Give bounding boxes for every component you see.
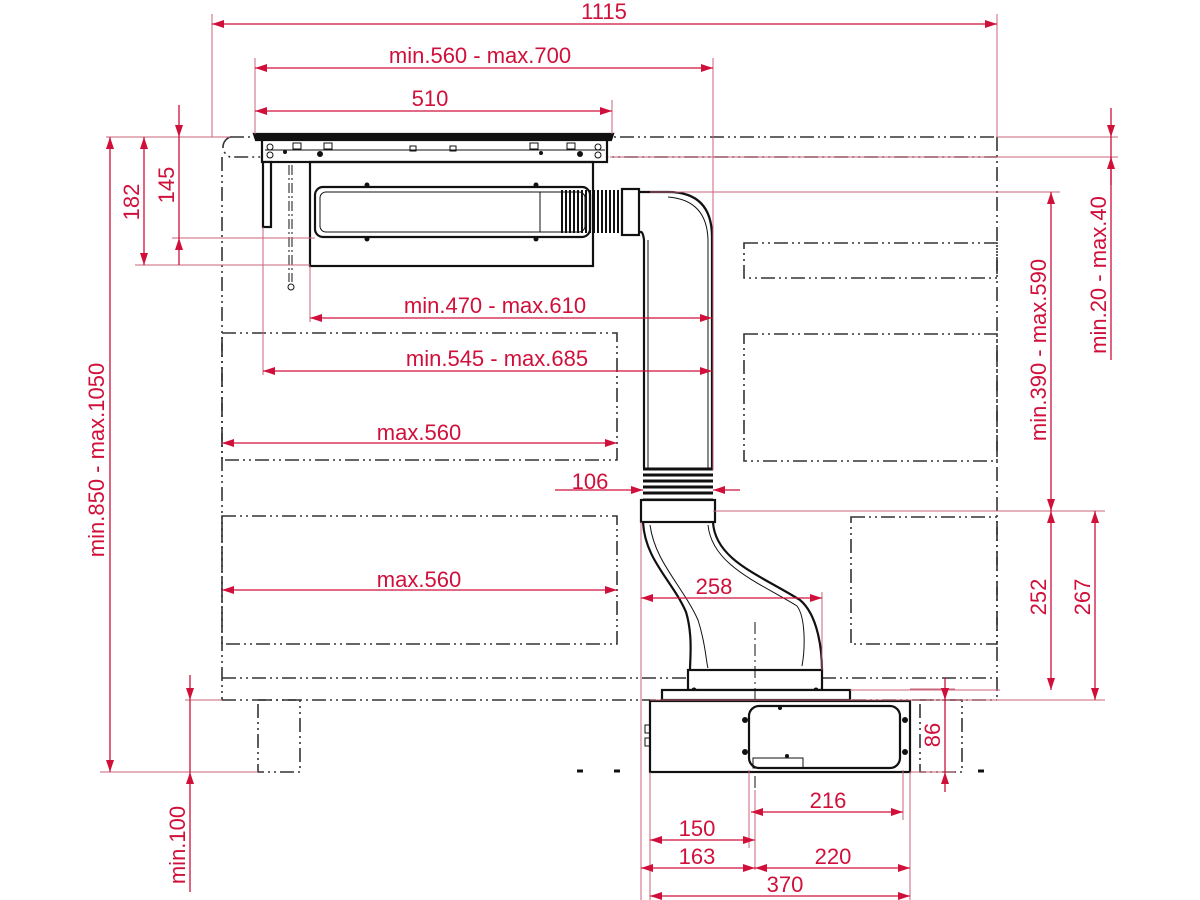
dimension-labels: 1115 min.560 - max.700 510 min.470 - max… bbox=[84, 0, 1111, 897]
label-motor-height: 86 bbox=[920, 723, 945, 747]
duct-run bbox=[639, 190, 852, 790]
label-motor-220: 220 bbox=[815, 844, 852, 869]
label-drawer-lower: max.560 bbox=[377, 567, 461, 592]
dimension-lines bbox=[106, 20, 1115, 900]
label-hob-width: 510 bbox=[412, 86, 449, 111]
label-182: 182 bbox=[119, 184, 144, 221]
label-motor-150: 150 bbox=[679, 816, 716, 841]
label-plinth-height: min.100 bbox=[165, 806, 190, 884]
label-drawer-upper: max.560 bbox=[377, 420, 461, 445]
motor-box bbox=[644, 699, 912, 774]
drawer-top-right bbox=[743, 242, 998, 279]
label-duct-offset-b: min.545 - max.685 bbox=[406, 346, 588, 371]
label-elbow-offset: 258 bbox=[696, 574, 733, 599]
label-worktop-thickness: min.20 - max.40 bbox=[1086, 196, 1111, 354]
label-duct-offset-a: min.470 - max.610 bbox=[404, 293, 586, 318]
label-cutout-depth: min.560 - max.700 bbox=[389, 43, 571, 68]
cabinet-outline bbox=[221, 136, 998, 773]
label-motor-total: 370 bbox=[767, 872, 804, 897]
label-267: 267 bbox=[1070, 579, 1095, 616]
drawer-lower-right bbox=[850, 516, 998, 645]
drawer-mid-right bbox=[743, 333, 998, 462]
drawer-lower-left bbox=[221, 515, 618, 645]
label-252: 252 bbox=[1026, 579, 1051, 616]
label-duct-diameter: 106 bbox=[572, 469, 609, 494]
label-worktop-height: min.850 - max.1050 bbox=[84, 363, 109, 557]
hob-unit bbox=[252, 132, 641, 291]
extension-lines bbox=[100, 14, 1118, 900]
label-vertical-duct: min.390 - max.590 bbox=[1026, 259, 1051, 441]
label-motor-163: 163 bbox=[679, 844, 716, 869]
label-motor-outlet: 216 bbox=[810, 788, 847, 813]
cabinet-foot-right bbox=[919, 699, 963, 773]
label-overall-width: 1115 bbox=[581, 0, 627, 24]
drawer-upper-left bbox=[221, 332, 618, 461]
label-145: 145 bbox=[154, 167, 179, 204]
cabinet-foot-left bbox=[257, 699, 301, 773]
